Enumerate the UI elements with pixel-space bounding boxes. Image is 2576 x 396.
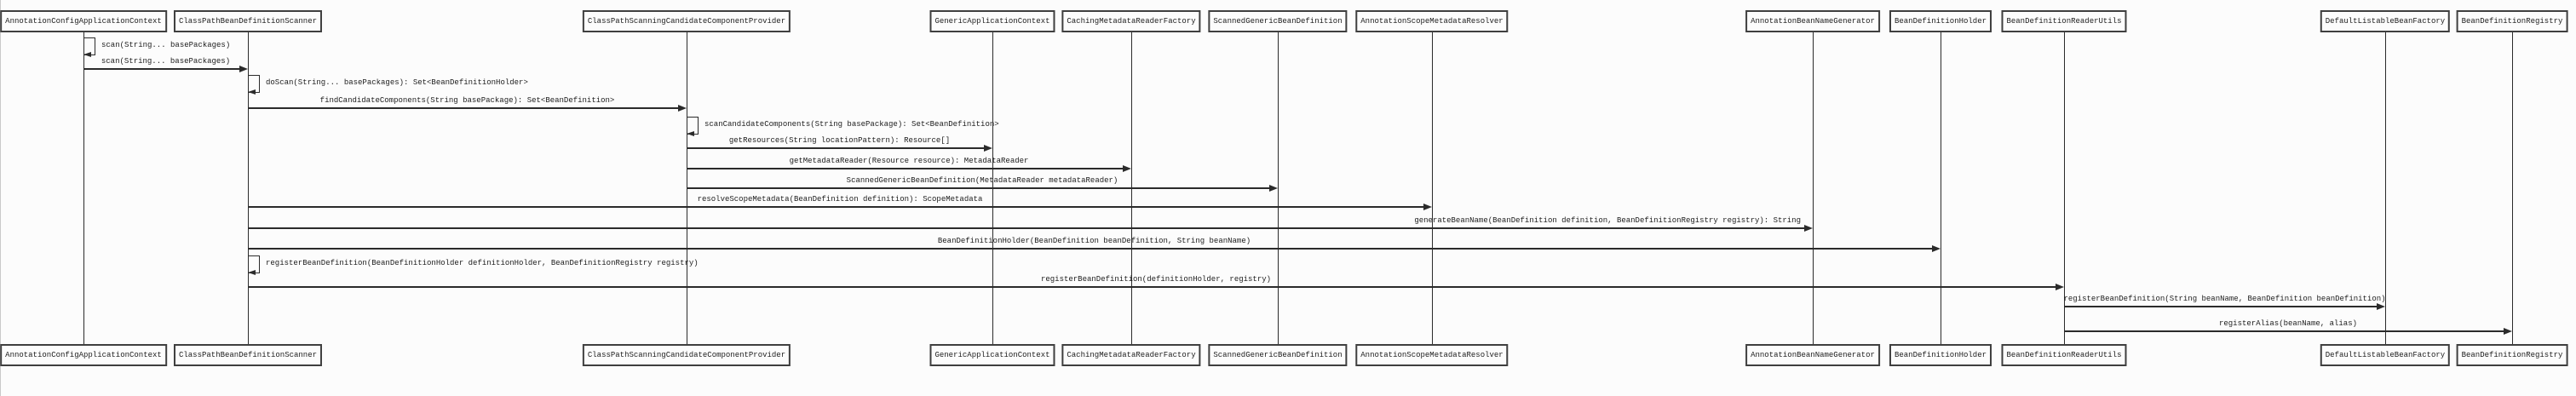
message-line-10: [248, 248, 1933, 250]
message-label-10: BeanDefinitionHolder(BeanDefinition bean…: [937, 237, 1251, 245]
participant-box-top-bdr: BeanDefinitionRegistry: [2456, 10, 2568, 32]
lifeline-cpbds: [248, 32, 249, 344]
lifeline-dlbf: [2385, 32, 2386, 344]
participant-box-top-asmr: AnnotationScopeMetadataResolver: [1355, 10, 1509, 32]
participant-box-bottom-cmrf: CachingMetadataReaderFactory: [1061, 344, 1201, 366]
participant-box-top-bdh: BeanDefinitionHolder: [1889, 10, 1992, 32]
message-label-12: registerBeanDefinition(definitionHolder,…: [1040, 275, 1272, 284]
participant-box-top-cpbds: ClassPathBeanDefinitionScanner: [173, 10, 323, 32]
participant-box-top-abng: AnnotationBeanNameGenerator: [1745, 10, 1880, 32]
participant-box-top-sgbd: ScannedGenericBeanDefinition: [1208, 10, 1348, 32]
participant-box-bottom-cpbds: ClassPathBeanDefinitionScanner: [173, 344, 323, 366]
message-arrowhead-3: [678, 104, 687, 112]
message-line-5: [687, 147, 985, 149]
message-line-9: [248, 227, 1805, 229]
message-arrowhead-7: [1269, 184, 1278, 192]
message-arrowhead-12: [2056, 283, 2064, 290]
message-label-0: scan(String... basePackages): [101, 41, 231, 49]
message-label-2: doScan(String... basePackages): Set<Bean…: [266, 78, 528, 87]
lifeline-abng: [1813, 32, 1814, 344]
participant-box-bottom-bdh: BeanDefinitionHolder: [1889, 344, 1992, 366]
message-label-13: registerBeanDefinition(String beanName, …: [2063, 295, 2386, 303]
message-label-6: getMetadataReader(Resource resource): Me…: [789, 157, 1029, 165]
message-arrowhead-1: [239, 65, 248, 72]
message-line-8: [248, 206, 1424, 208]
scan-edge-line: [0, 0, 1, 396]
participant-box-bottom-cpsccp: ClassPathScanningCandidateComponentProvi…: [582, 344, 791, 366]
participant-box-bottom-abng: AnnotationBeanNameGenerator: [1745, 344, 1880, 366]
message-label-14: registerAlias(beanName, alias): [2218, 319, 2358, 328]
message-line-6: [687, 168, 1124, 169]
message-arrowhead-10: [1932, 244, 1941, 252]
message-line-12: [248, 286, 2056, 288]
lifeline-asmr: [1432, 32, 1433, 344]
lifeline-sgbd: [1278, 32, 1279, 344]
message-line-3: [248, 107, 679, 109]
message-label-8: resolveScopeMetadata(BeanDefinition defi…: [697, 195, 983, 204]
message-arrowhead-6: [1123, 164, 1131, 172]
message-line-1: [83, 68, 240, 70]
self-message-arrowhead-4: [687, 131, 694, 136]
message-label-5: getResources(String locationPattern): Re…: [728, 136, 951, 145]
participant-box-top-bdru: BeanDefinitionReaderUtils: [2001, 10, 2127, 32]
participant-box-top-acac: AnnotationConfigApplicationContext: [0, 10, 167, 32]
participant-box-bottom-asmr: AnnotationScopeMetadataResolver: [1355, 344, 1509, 366]
message-label-3: findCandidateComponents(String basePacka…: [319, 96, 615, 105]
self-message-arrowhead-2: [248, 89, 256, 95]
participant-box-top-gac: GenericApplicationContext: [929, 10, 1055, 32]
participant-box-bottom-bdru: BeanDefinitionReaderUtils: [2001, 344, 2127, 366]
participant-box-top-cmrf: CachingMetadataReaderFactory: [1061, 10, 1201, 32]
participant-box-bottom-bdr: BeanDefinitionRegistry: [2456, 344, 2568, 366]
lifeline-bdr: [2512, 32, 2513, 344]
message-arrowhead-14: [2504, 327, 2512, 335]
message-arrowhead-8: [1423, 203, 1432, 210]
message-label-11: registerBeanDefinition(BeanDefinitionHol…: [266, 259, 699, 267]
message-label-1: scan(String... basePackages): [101, 57, 231, 66]
self-message-arrowhead-11: [248, 270, 256, 275]
message-arrowhead-13: [2377, 302, 2385, 310]
participant-box-top-dlbf: DefaultListableBeanFactory: [2320, 10, 2451, 32]
self-message-arrowhead-0: [83, 52, 91, 57]
message-label-9: generateBeanName(BeanDefinition definiti…: [1414, 216, 1801, 225]
message-arrowhead-5: [984, 144, 992, 152]
message-label-4: scanCandidateComponents(String basePacka…: [704, 120, 999, 129]
message-line-14: [2064, 330, 2504, 332]
message-arrowhead-9: [1804, 224, 1813, 232]
participant-box-bottom-gac: GenericApplicationContext: [929, 344, 1055, 366]
participant-box-bottom-sgbd: ScannedGenericBeanDefinition: [1208, 344, 1348, 366]
message-label-7: ScannedGenericBeanDefinition(MetadataRea…: [846, 176, 1118, 185]
participant-box-bottom-acac: AnnotationConfigApplicationContext: [0, 344, 167, 366]
lifeline-acac: [83, 32, 84, 344]
participant-box-bottom-dlbf: DefaultListableBeanFactory: [2320, 344, 2451, 366]
participant-box-top-cpsccp: ClassPathScanningCandidateComponentProvi…: [582, 10, 791, 32]
lifeline-bdru: [2064, 32, 2065, 344]
message-line-7: [687, 187, 1270, 189]
message-line-13: [2064, 306, 2378, 307]
